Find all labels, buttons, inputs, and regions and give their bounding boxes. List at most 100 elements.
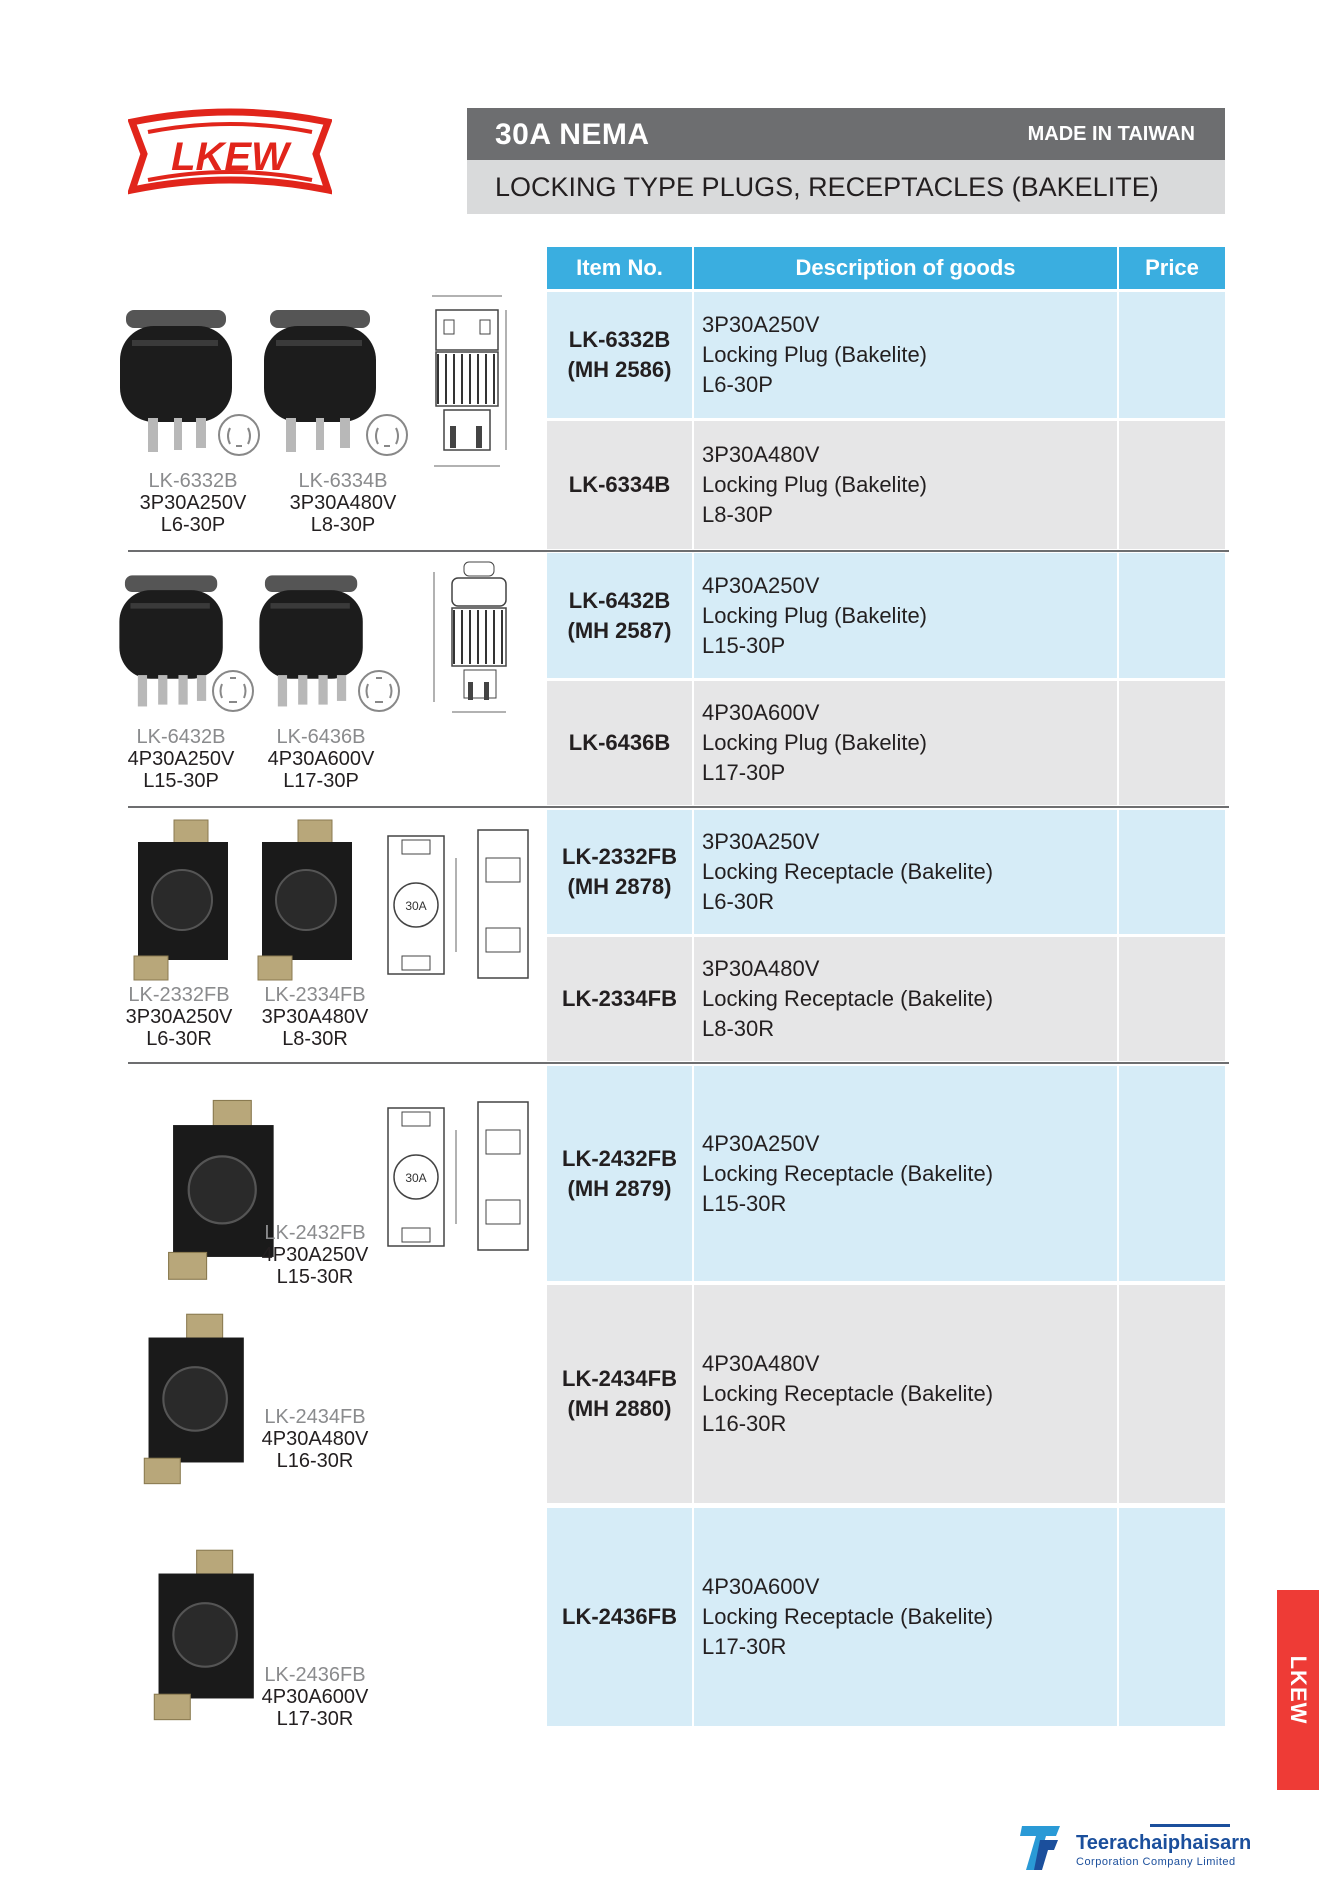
item-cell: LK-2436FB bbox=[547, 1508, 692, 1726]
col-header-description: Description of goods bbox=[694, 247, 1117, 289]
desc-type: Locking Receptacle (Bakelite) bbox=[702, 1160, 994, 1186]
item-no: LK-2334FB bbox=[562, 986, 677, 1011]
desc-rating: 4P30A600V bbox=[702, 1574, 820, 1599]
made-in-label: MADE IN TAIWAN bbox=[1027, 123, 1195, 145]
company-subname: Corporation Company Limited bbox=[1076, 1856, 1236, 1868]
desc-cell: 4P30A480V Locking Receptacle (Bakelite) L1… bbox=[694, 1285, 1117, 1503]
svg-text:30A: 30A bbox=[405, 899, 426, 913]
desc-rating: 4P30A250V bbox=[702, 1130, 820, 1156]
desc-rating: 3P30A250V bbox=[702, 829, 820, 854]
caption-type: L15-30P bbox=[143, 770, 219, 792]
caption-type: L16-30R bbox=[276, 1450, 354, 1472]
caption-code: LK-6334B bbox=[298, 470, 388, 492]
face-diagram-icon bbox=[218, 414, 260, 456]
plug-photo bbox=[264, 310, 376, 452]
item-no: LK-2432FB bbox=[562, 1145, 677, 1171]
desc-nema: L16-30R bbox=[702, 1411, 787, 1436]
receptacle-photo bbox=[257, 819, 352, 981]
price-cell bbox=[1119, 421, 1225, 549]
caption-code: LK-6332B bbox=[148, 470, 238, 492]
item-alt-no: (MH 2586) bbox=[567, 357, 672, 382]
caption-type: L8-30R bbox=[282, 1028, 348, 1050]
desc-nema: L15-30P bbox=[702, 632, 786, 658]
svg-text:30A: 30A bbox=[405, 1171, 426, 1185]
side-tab: LKEW bbox=[1277, 1590, 1319, 1790]
caption-type: L15-30R bbox=[276, 1266, 354, 1288]
desc-rating: 4P30A250V bbox=[702, 572, 820, 598]
desc-rating: 4P30A600V bbox=[702, 700, 820, 725]
desc-rating: 3P30A480V bbox=[702, 956, 820, 981]
header-bar: 30A NEMA MADE IN TAIWAN bbox=[467, 108, 1225, 160]
item-alt-no: (MH 2880) bbox=[567, 1396, 672, 1421]
item-no: LK-6334B bbox=[568, 472, 671, 497]
caption-spec: 4P30A600V bbox=[267, 748, 375, 770]
lkew-logo: LKEW bbox=[128, 108, 332, 195]
company-logo-icon bbox=[1020, 1826, 1060, 1870]
col-header-item: Item No. bbox=[547, 247, 692, 289]
desc-nema: L6-30R bbox=[702, 889, 775, 914]
caption-code: LK-2334FB bbox=[264, 984, 366, 1006]
desc-rating: 3P30A480V bbox=[702, 442, 820, 467]
price-cell bbox=[1119, 1508, 1225, 1726]
item-cell: LK-2334FB bbox=[547, 937, 692, 1061]
price-cell bbox=[1119, 1066, 1225, 1281]
item-no: LK-6436B bbox=[568, 730, 671, 755]
page-title: 30A NEMA bbox=[495, 118, 650, 151]
receptacle-photo bbox=[143, 1313, 244, 1485]
section-divider bbox=[128, 1062, 1229, 1064]
price-cell bbox=[1119, 1285, 1225, 1503]
section-divider bbox=[128, 550, 1229, 552]
section-divider bbox=[128, 806, 1229, 808]
desc-nema: L8-30P bbox=[702, 502, 773, 527]
caption-code: LK-2434FB bbox=[264, 1406, 366, 1428]
desc-type: Locking Receptacle (Bakelite) bbox=[702, 859, 994, 884]
logo-text: LKEW bbox=[171, 135, 292, 179]
item-alt-no: (MH 2879) bbox=[567, 1175, 672, 1201]
desc-nema: L6-30P bbox=[702, 372, 773, 397]
item-no: LK-2332FB bbox=[562, 844, 677, 869]
caption-type: L8-30P bbox=[310, 514, 376, 536]
caption-code: LK-2332FB bbox=[128, 984, 230, 1006]
item-alt-no: (MH 2878) bbox=[567, 874, 672, 899]
desc-type: Locking Receptacle (Bakelite) bbox=[702, 986, 994, 1011]
col-header-price: Price bbox=[1119, 247, 1225, 289]
desc-nema: L17-30P bbox=[702, 760, 786, 785]
company-name: Teerachaiphaisarn bbox=[1076, 1832, 1252, 1854]
caption-spec: 3P30A480V bbox=[289, 492, 397, 514]
item-no: LK-6332B bbox=[568, 327, 671, 352]
footer-rule bbox=[1150, 1824, 1230, 1827]
item-alt-no: (MH 2587) bbox=[567, 617, 672, 643]
face-diagram-icon bbox=[358, 670, 400, 712]
caption-type: L17-30R bbox=[276, 1708, 354, 1730]
item-no: LK-6432B bbox=[568, 587, 671, 613]
plug-photo bbox=[259, 575, 363, 707]
desc-type: Locking Plug (Bakelite) bbox=[702, 730, 928, 755]
receptacle-photo bbox=[168, 1099, 274, 1280]
caption-code: LK-6436B bbox=[276, 726, 366, 748]
page-subtitle: LOCKING TYPE PLUGS, RECEPTACLES (BAKELIT… bbox=[495, 172, 1159, 202]
desc-type: Locking Receptacle (Bakelite) bbox=[702, 1381, 994, 1406]
desc-cell: 4P30A600V Locking Plug (Bakelite) L17-30P bbox=[694, 681, 1117, 805]
desc-rating: 4P30A480V bbox=[702, 1351, 820, 1376]
dimension-drawing: 30A bbox=[387, 829, 529, 979]
desc-type: Locking Plug (Bakelite) bbox=[702, 472, 928, 497]
caption-code: LK-6432B bbox=[136, 726, 226, 748]
item-no: LK-2436FB bbox=[562, 1604, 677, 1629]
item-cell: LK-6432B (MH 2587) bbox=[547, 553, 692, 678]
caption-type: L17-30P bbox=[283, 770, 359, 792]
caption-spec: 3P30A480V bbox=[261, 1006, 369, 1028]
receptacle-photo bbox=[133, 819, 228, 981]
desc-cell: 3P30A250V Locking Receptacle (Bakelite) L6… bbox=[694, 810, 1117, 934]
caption-spec: 4P30A250V bbox=[261, 1244, 369, 1266]
price-cell bbox=[1119, 553, 1225, 678]
